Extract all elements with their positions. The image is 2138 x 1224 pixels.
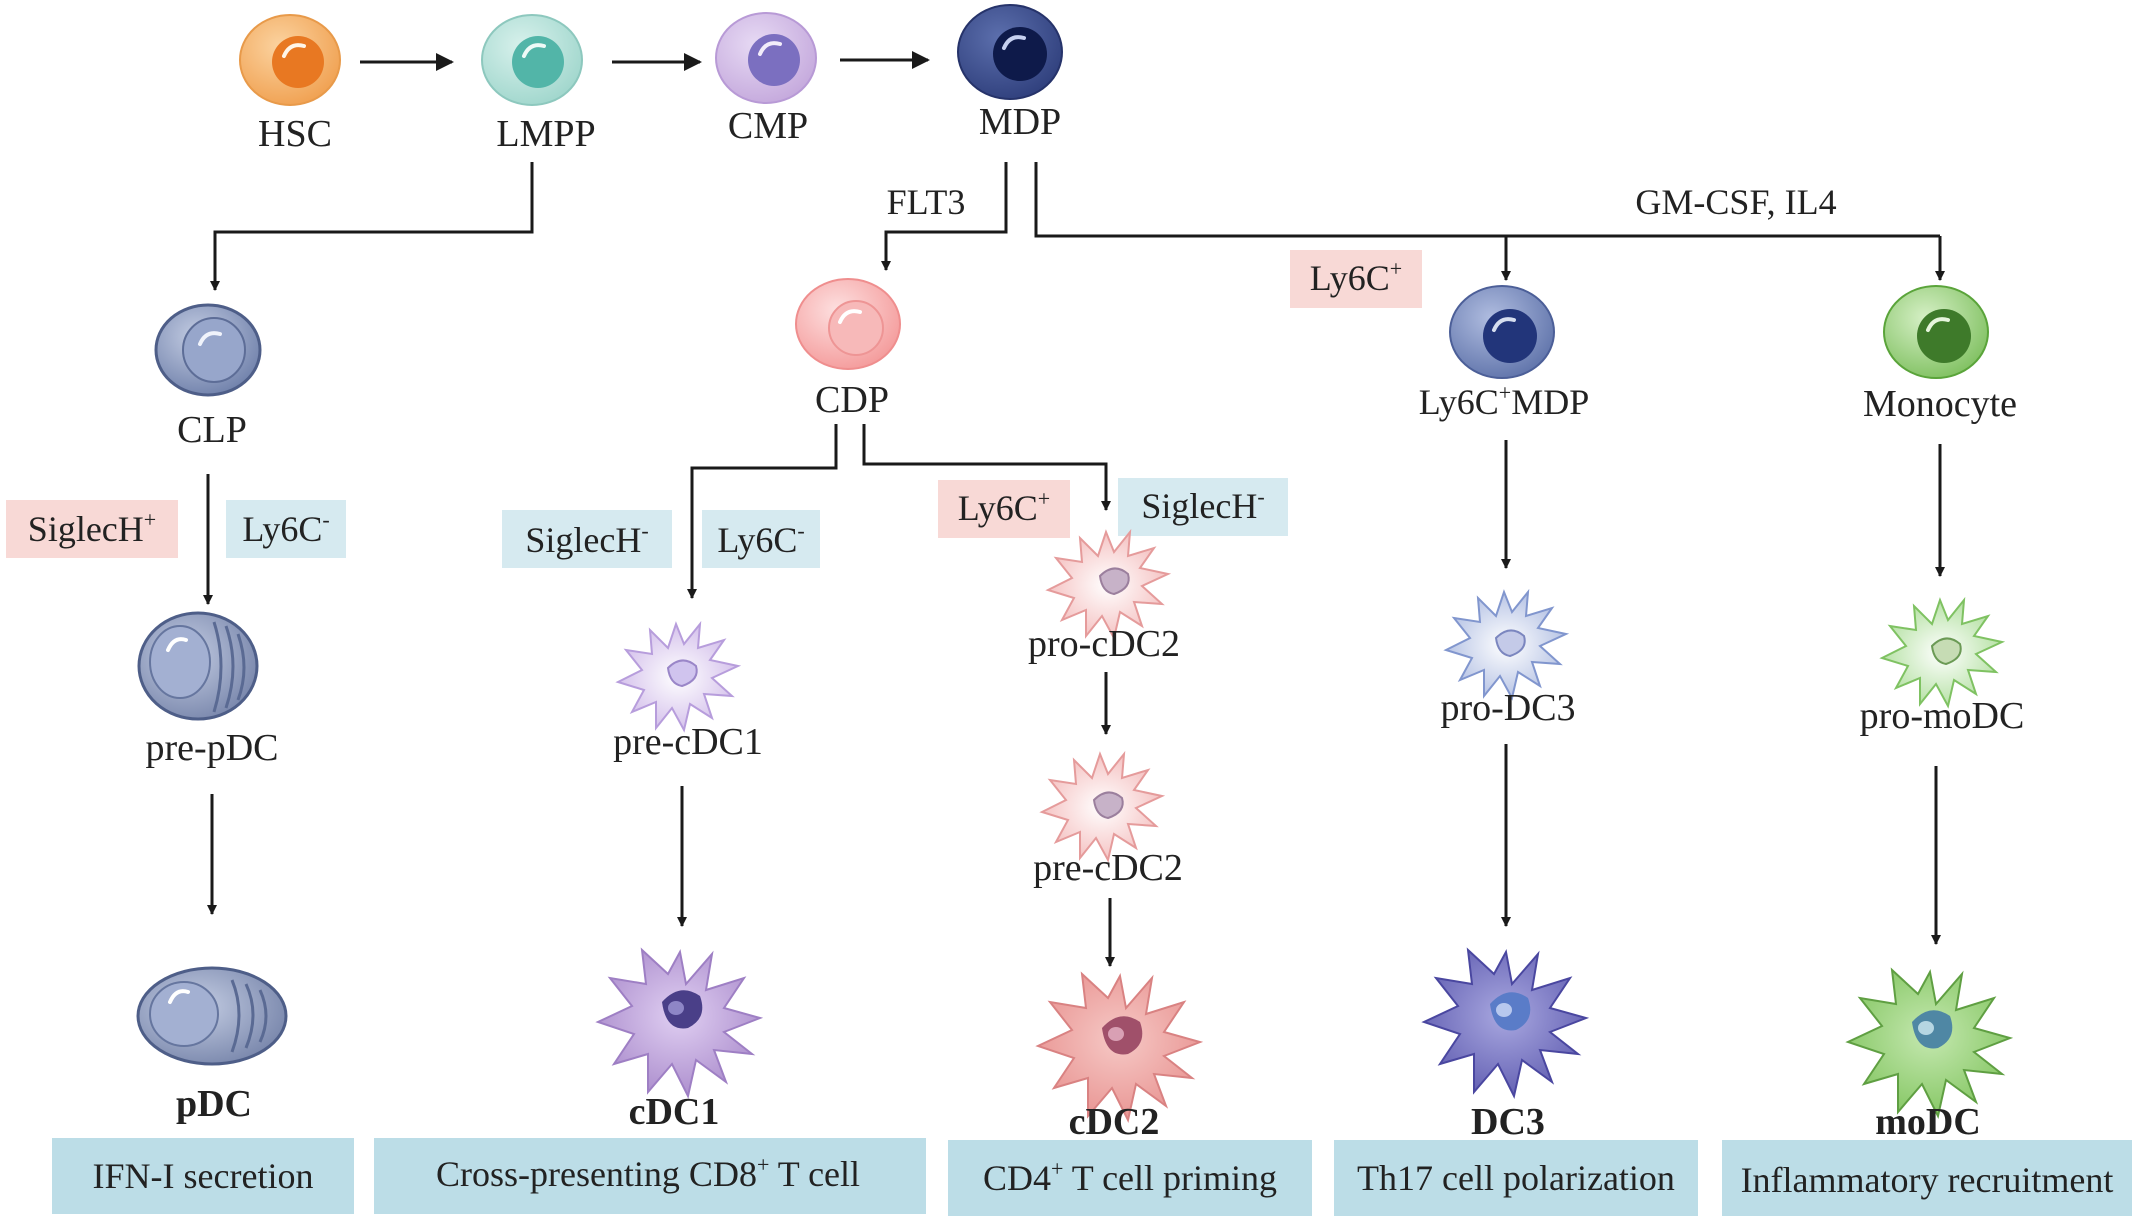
cdc1-function-box <box>374 1138 926 1214</box>
pre-cdc1-label: pre-cDC1 <box>613 721 763 763</box>
dc3-label: DC3 <box>1471 1101 1545 1143</box>
ly6c-neg-label-pdc: Ly6C- <box>242 507 329 549</box>
pre-cdc1-cell-icon <box>615 620 742 733</box>
modc-label: moDC <box>1875 1101 1981 1143</box>
pro-cdc2-label: pro-cDC2 <box>1028 623 1180 665</box>
cdc1-label: cDC1 <box>629 1091 720 1133</box>
ly6c-mdp-label: Ly6C+MDP <box>1419 380 1589 422</box>
cmp-cell-icon <box>715 12 817 104</box>
edge-lmpp-clp <box>210 162 534 291</box>
monocyte-cell-icon <box>1883 285 1989 379</box>
gm-csf-label: GM-CSF, IL4 <box>1635 182 1836 222</box>
clp-cell-icon <box>154 303 262 397</box>
pre-cdc2-cell-icon <box>1039 750 1166 863</box>
siglech-neg-label-cdc2: SiglecH- <box>1141 484 1264 526</box>
hsc-cell-icon <box>239 14 341 106</box>
edge-mdp-cdp <box>881 162 1008 271</box>
cdc1-cell-icon <box>595 947 764 1099</box>
clp-label: CLP <box>177 409 247 451</box>
edge-mdp-gmcsf-trunk <box>1034 162 1940 238</box>
cdp-label: CDP <box>815 379 889 421</box>
pdc-function-label: IFN-I secretion <box>93 1156 314 1196</box>
siglech-neg-box-cdc2 <box>1118 478 1288 536</box>
ly6c-neg-box-cdc1 <box>702 510 820 568</box>
edge-cdp-precdc1 <box>687 424 838 599</box>
pro-dc3-label: pro-DC3 <box>1440 687 1575 729</box>
cdc2-label: cDC2 <box>1069 1101 1160 1143</box>
hsc-label: HSC <box>258 113 332 155</box>
cdc2-cell-icon <box>1035 971 1204 1123</box>
ly6c-mdp-cell-icon <box>1449 285 1555 379</box>
mdp-label: MDP <box>979 101 1061 143</box>
pro-cdc2-cell-icon <box>1045 528 1172 641</box>
ly6c-pos-label-cdc2: Ly6C+ <box>958 486 1050 528</box>
cdc1-function-label: Cross-presenting CD8+ T cell <box>436 1152 860 1194</box>
ly6c-pos-label-dc3: Ly6C+ <box>1310 256 1402 298</box>
dc3-function-box <box>1334 1140 1698 1216</box>
siglech-pos-label: SiglecH+ <box>28 507 156 549</box>
modc-function-box <box>1722 1140 2132 1216</box>
dc3-function-label: Th17 cell polarization <box>1357 1158 1675 1198</box>
cdc2-function-box <box>948 1140 1312 1216</box>
mdp-cell-icon <box>957 4 1063 100</box>
pdc-function-box <box>52 1138 354 1214</box>
pro-modc-cell-icon <box>1879 596 2006 709</box>
pro-dc3-cell-icon <box>1443 588 1570 701</box>
pdc-label: pDC <box>176 1083 252 1125</box>
cdc2-function-label: CD4+ T cell priming <box>983 1156 1277 1198</box>
siglech-neg-box-cdc1 <box>502 510 672 568</box>
cmp-label: CMP <box>728 105 808 147</box>
cdp-cell-icon <box>795 278 901 370</box>
modc-function-label: Inflammatory recruitment <box>1741 1160 2114 1200</box>
monocyte-label: Monocyte <box>1863 383 2017 425</box>
lmpp-label: LMPP <box>496 113 595 155</box>
flt3-label: FLT3 <box>887 182 966 222</box>
pre-cdc2-label: pre-cDC2 <box>1033 847 1183 889</box>
siglech-neg-label-cdc1: SiglecH- <box>525 518 648 560</box>
lmpp-cell-icon <box>481 14 583 106</box>
pro-modc-label: pro-moDC <box>1860 695 2025 737</box>
edge-cdp-procdc2 <box>862 424 1111 511</box>
siglech-pos-box <box>6 500 178 558</box>
pre-pdc-cell-icon <box>137 611 259 721</box>
dc3-cell-icon <box>1421 947 1590 1099</box>
pdc-cell-icon <box>136 966 288 1066</box>
modc-cell-icon <box>1845 967 2014 1119</box>
ly6c-neg-label-cdc1: Ly6C- <box>717 518 804 560</box>
ly6c-pos-box-cdc2 <box>938 480 1070 538</box>
ly6c-neg-box-pdc <box>226 500 346 558</box>
ly6c-pos-box-dc3 <box>1290 250 1422 308</box>
pre-pdc-label: pre-pDC <box>146 727 279 769</box>
